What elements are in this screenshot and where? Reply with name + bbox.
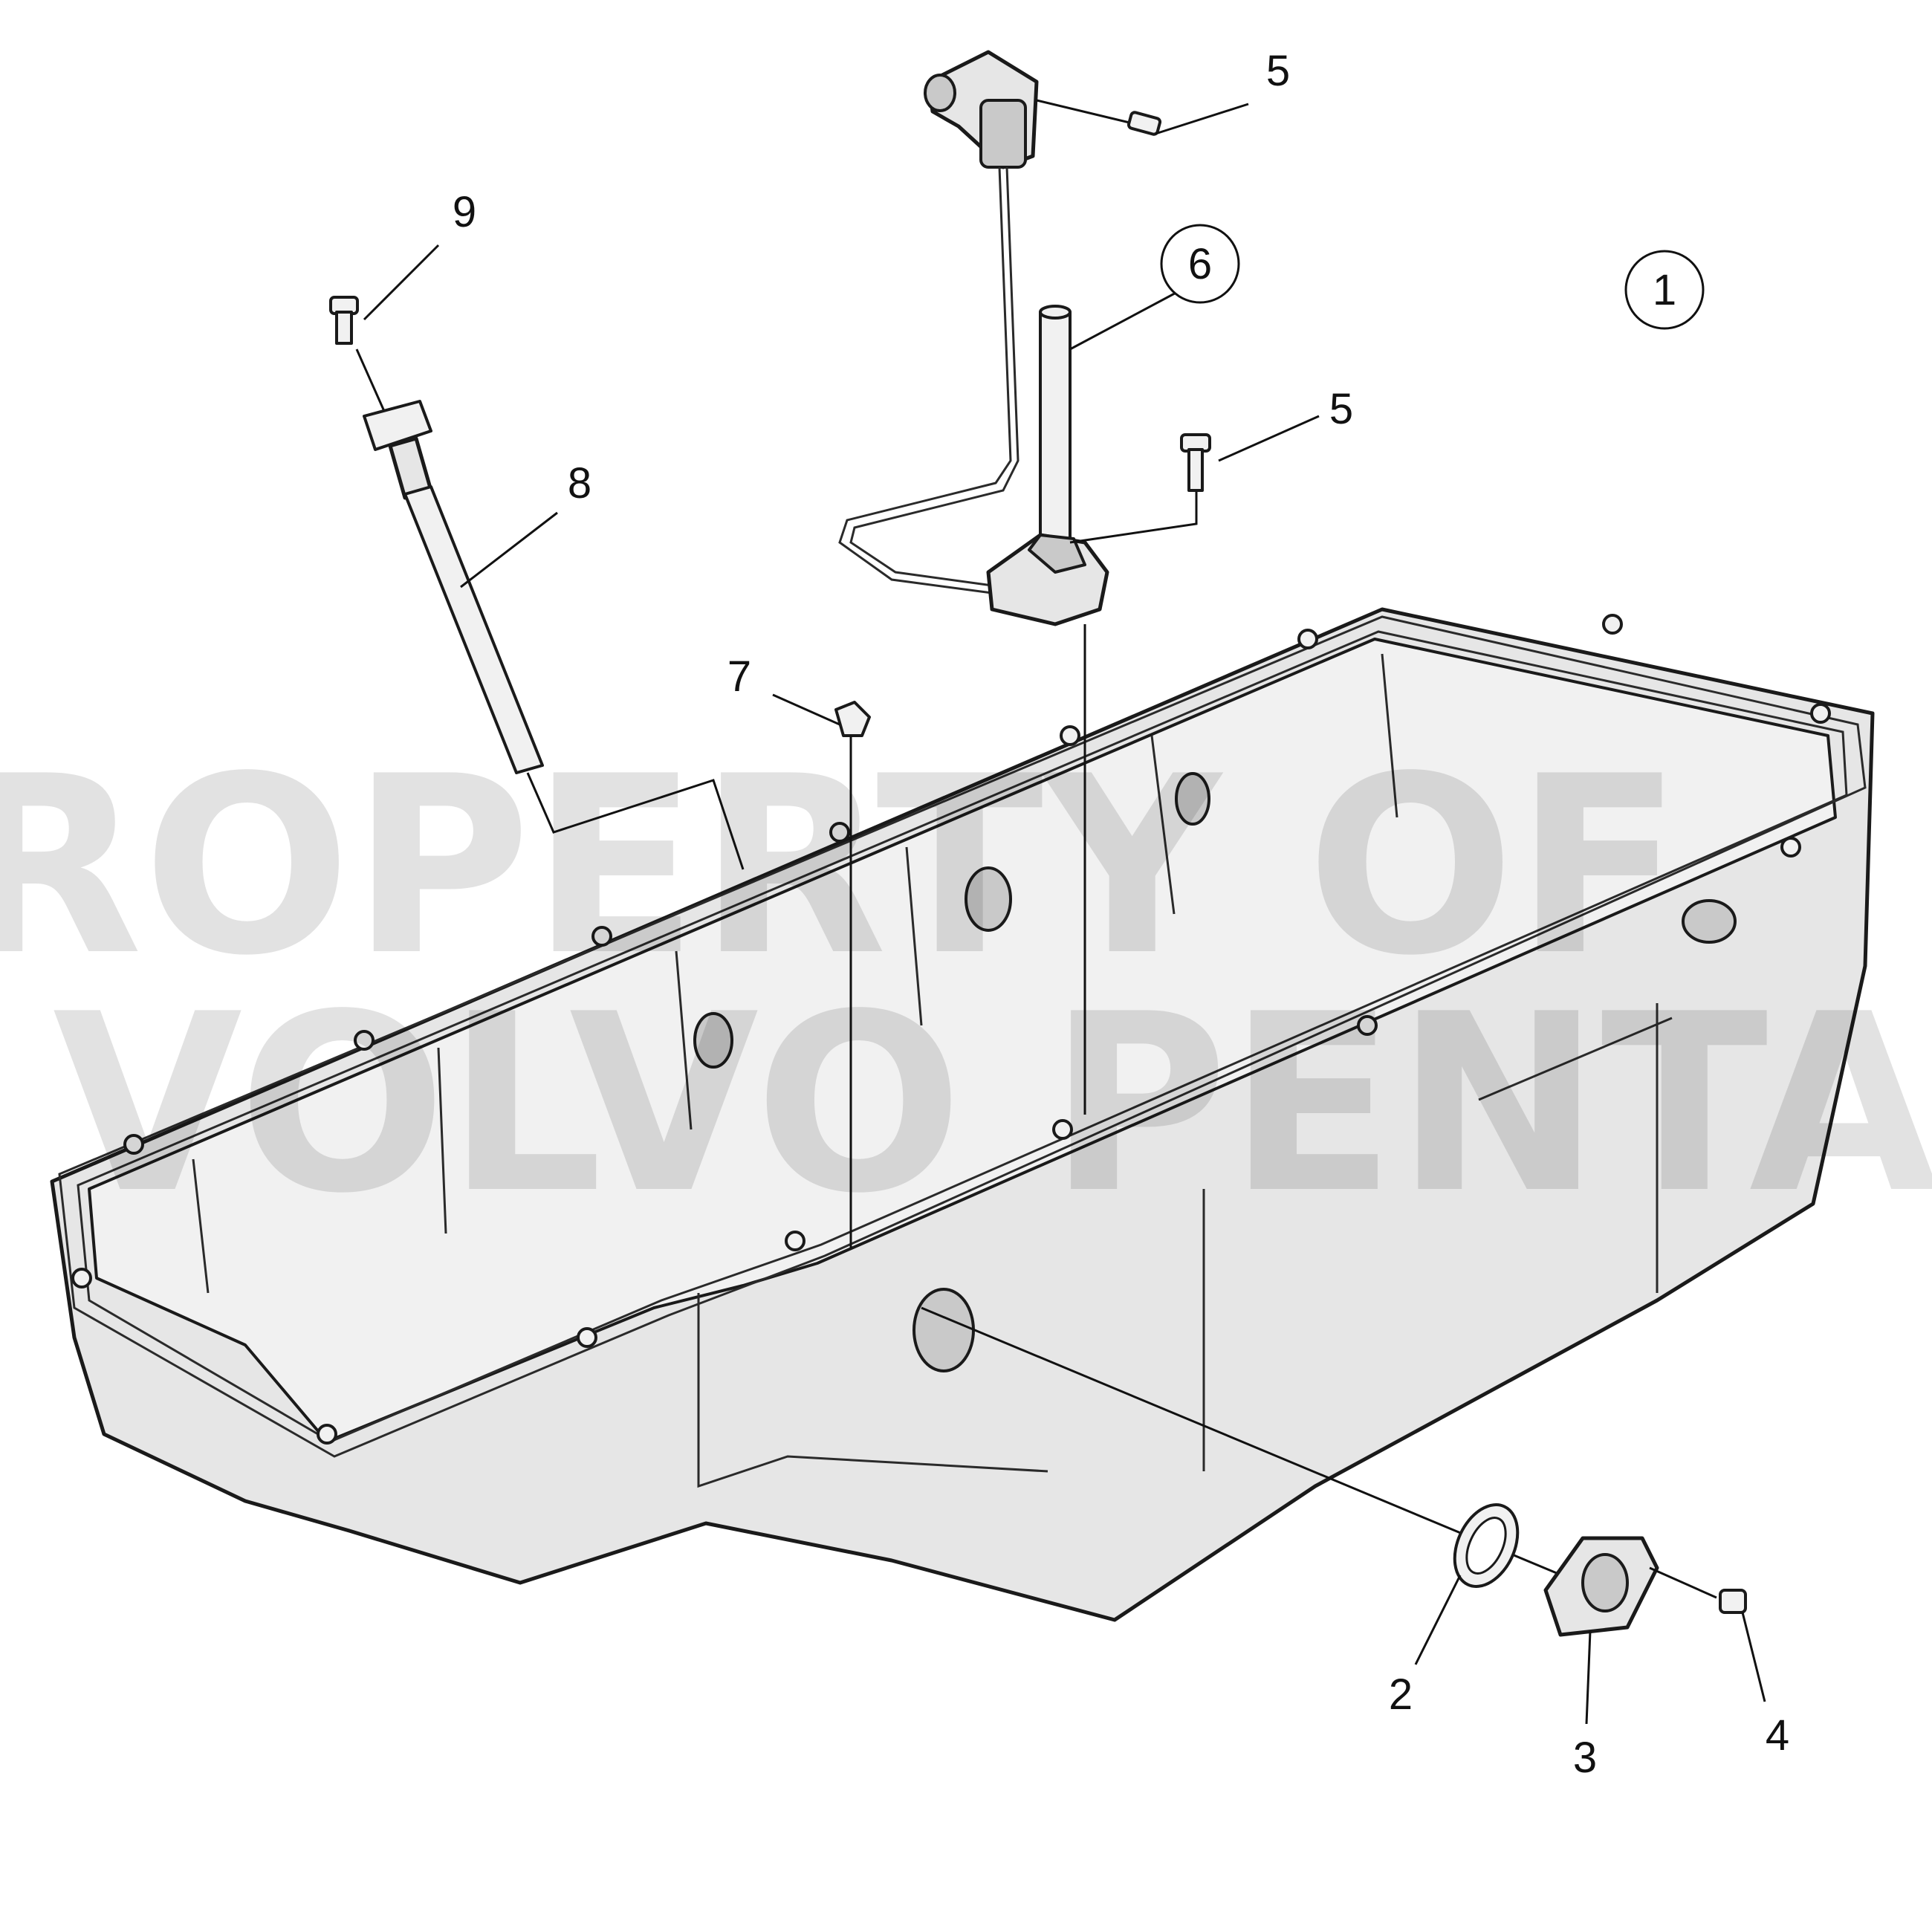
- oil-pan-flange: [58, 615, 1867, 1458]
- oil-pan: [50, 607, 1875, 1622]
- watermark: PROPERTY OF VOLVO PENTA: [0, 724, 1932, 1247]
- oil-pan-flange-inner: [77, 630, 1848, 1443]
- callout-9: 9: [453, 188, 476, 236]
- oil-pan-side-rib: [1202, 1003, 1673, 1471]
- watermark-line-1: PROPERTY OF: [0, 724, 1682, 1009]
- part-5-bolt-side: [1180, 433, 1211, 492]
- part-5-bolt-top: [1036, 99, 1162, 136]
- callout-3: 3: [1573, 1734, 1597, 1782]
- callout-2: 2: [1389, 1670, 1413, 1719]
- part-9-bolt: [329, 296, 388, 417]
- callout-7: 7: [727, 652, 751, 701]
- callout-6-circle: [1160, 224, 1240, 304]
- part-8-dipstick-tube: [363, 400, 745, 870]
- oil-pan-port-inner-2: [693, 1012, 733, 1069]
- part-7-clip: [834, 701, 871, 1248]
- sensor-wire: [838, 166, 1012, 596]
- watermark-line-2: VOLVO PENTA: [53, 962, 1932, 1247]
- part-4-bolt: [1649, 1566, 1747, 1614]
- oil-pan-internal-ribs: [192, 653, 1398, 1294]
- oil-pan-port-inner-3: [1175, 772, 1210, 826]
- callout-5-side: 5: [1329, 385, 1353, 433]
- part-6-sensor-assembly: [838, 50, 1198, 1115]
- oil-pan-inner-cavity: [88, 638, 1837, 1443]
- oil-pan-port-front: [912, 1288, 975, 1372]
- callout-8: 8: [568, 459, 591, 508]
- oil-pan-side-fitting: [1682, 899, 1737, 944]
- callout-1-circle: [1624, 250, 1705, 330]
- part-2-seal-ring: [1453, 1503, 1520, 1588]
- callout-1: 1: [1653, 266, 1676, 314]
- oil-pan-port-inner-1: [965, 866, 1012, 932]
- oil-pan-sump-step: [697, 1293, 1048, 1488]
- callout-5-top: 5: [1266, 47, 1290, 95]
- callout-labels: 1 6 9 8 5 5 7 2 3 4: [453, 47, 1789, 1782]
- part-3-cover-plate: [1543, 1536, 1659, 1637]
- callout-4: 4: [1766, 1711, 1789, 1760]
- callout-leaders: [363, 103, 1766, 1725]
- callout-6: 6: [1188, 240, 1212, 288]
- pickup-tube: [1039, 311, 1072, 551]
- oil-pan-bolt-holes: [71, 614, 1831, 1445]
